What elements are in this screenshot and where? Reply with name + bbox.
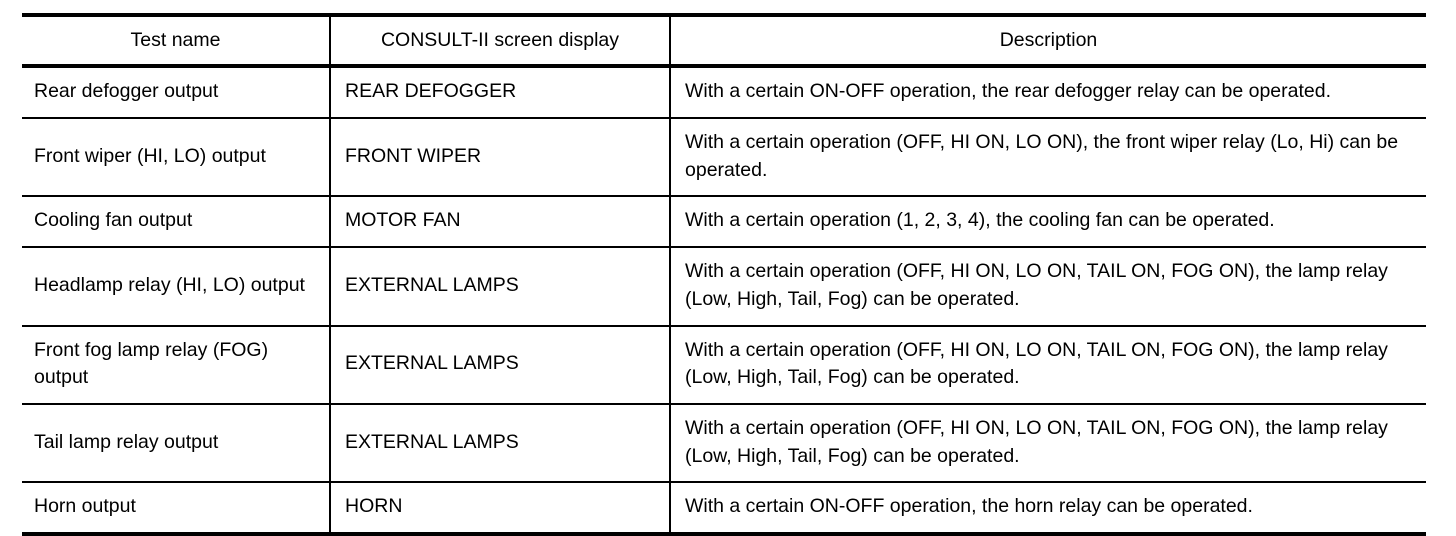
table-row: Tail lamp relay output EXTERNAL LAMPS Wi… [22,402,1426,483]
cell-test-name: Tail lamp relay output [22,402,331,483]
table-header-row: Test name CONSULT-II screen display Desc… [22,15,1426,69]
cell-description: With a certain ON-OFF operation, the hor… [670,481,1426,534]
active-test-table: Test name CONSULT-II screen display Desc… [22,13,1426,536]
cell-screen-display: FRONT WIPER [330,117,671,197]
cell-description: With a certain operation (OFF, HI ON, LO… [670,402,1426,483]
column-header-test-name: Test name [22,15,331,69]
cell-screen-display: HORN [330,481,671,534]
table-row: Front wiper (HI, LO) output FRONT WIPER … [22,117,1426,197]
cell-test-name: Front fog lamp relay (FOG) output [22,324,331,404]
cell-test-name: Front wiper (HI, LO) output [22,117,331,197]
cell-description: With a certain ON-OFF operation, the rea… [685,80,1331,103]
active-test-table-container: Test name CONSULT-II screen display Desc… [22,13,1426,536]
cell-screen-display: EXTERNAL LAMPS [330,402,671,483]
cell-test-name: Horn output [22,481,331,534]
cell-screen-display: MOTOR FAN [330,195,671,248]
table-row: Front fog lamp relay (FOG) output EXTERN… [22,324,1426,404]
table-row: Headlamp relay (HI, LO) output EXTERNAL … [22,246,1426,326]
table-body: Rear defogger output REAR DEFOGGER With … [22,66,1426,534]
table-header: Test name CONSULT-II screen display Desc… [22,15,1426,69]
column-header-screen-display: CONSULT-II screen display [330,15,671,69]
column-header-description: Description [670,15,1426,69]
cell-test-name: Headlamp relay (HI, LO) output [22,246,331,326]
table-row: Horn output HORN With a certain ON-OFF o… [22,481,1426,534]
cell-description: With a certain operation (1, 2, 3, 4), t… [670,195,1426,248]
cell-screen-display: REAR DEFOGGER [330,66,671,119]
table-row: Rear defogger output REAR DEFOGGER With … [22,66,1426,119]
cell-description: With a certain operation (OFF, HI ON, LO… [670,117,1426,197]
cell-screen-display: EXTERNAL LAMPS [330,324,671,404]
cell-test-name: Rear defogger output [22,66,331,119]
cell-screen-display: EXTERNAL LAMPS [330,246,671,326]
cell-description: With a certain operation (OFF, HI ON, LO… [670,246,1426,326]
table-row: Cooling fan output MOTOR FAN With a cert… [22,195,1426,248]
document-page: Test name CONSULT-II screen display Desc… [22,13,1426,536]
cell-description: With a certain operation (OFF, HI ON, LO… [670,324,1426,404]
cell-test-name: Cooling fan output [22,195,331,248]
